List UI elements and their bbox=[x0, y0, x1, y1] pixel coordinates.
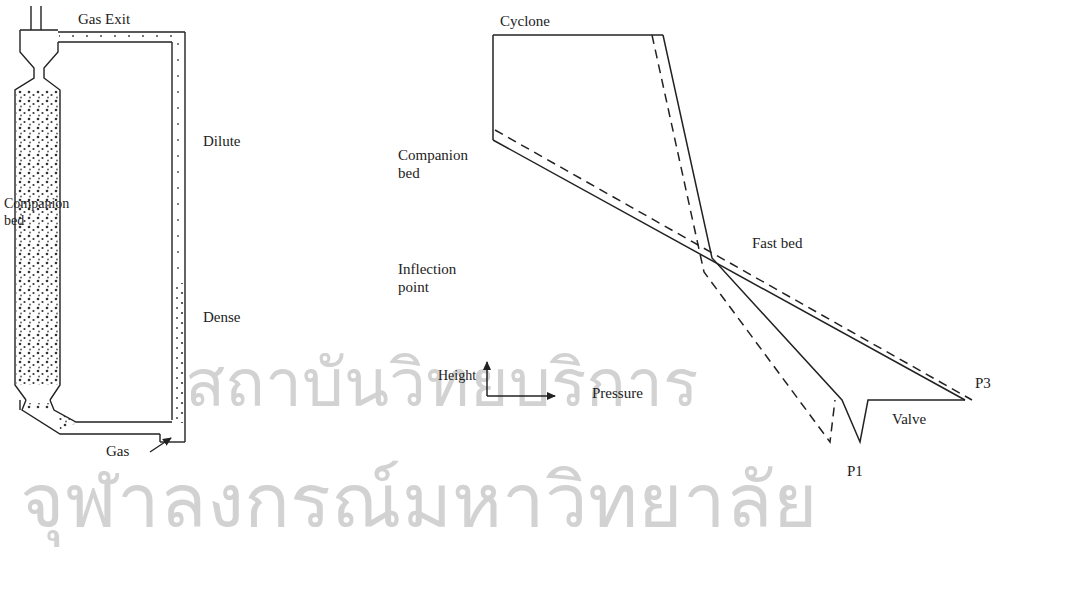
pressure-profile bbox=[487, 35, 972, 442]
axis-label: Pressure bbox=[592, 384, 643, 402]
valve-label: Valve bbox=[892, 410, 926, 428]
fast-bed-label: Fast bed bbox=[752, 234, 802, 252]
dilute-label: Dilute bbox=[203, 132, 241, 150]
cyclone-label: Cyclone bbox=[500, 12, 550, 30]
axis-label: Height bbox=[438, 368, 476, 385]
pressure-point-label: P1 bbox=[847, 462, 863, 480]
companion-bed-label: Companion bed bbox=[398, 146, 486, 182]
pressure-point-label: P3 bbox=[975, 374, 991, 392]
companion-bed-label: Companion bed bbox=[4, 196, 66, 230]
gas-inlet-label: Gas bbox=[106, 442, 129, 460]
dense-label: Dense bbox=[203, 308, 241, 326]
watermark: จุฬาลงกรณ์มหาวิทยาลัย bbox=[20, 440, 818, 560]
inflection-point-label: Inflection point bbox=[398, 260, 490, 296]
gas-exit-label: Gas Exit bbox=[78, 10, 130, 28]
cfb-apparatus bbox=[15, 6, 185, 452]
